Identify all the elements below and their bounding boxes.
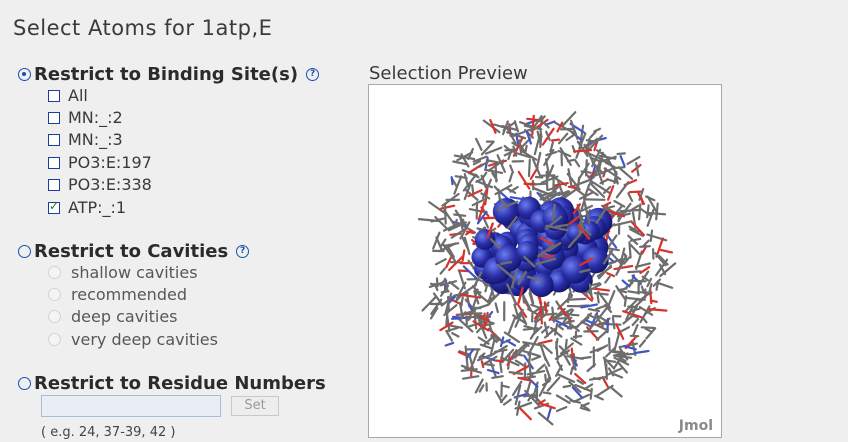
set-button[interactable]: Set <box>231 396 279 416</box>
option-label: PO3:E:338 <box>68 175 152 194</box>
option-label: recommended <box>71 285 187 304</box>
option-label: deep cavities <box>71 307 178 326</box>
binding-option-mn3[interactable]: MN:_:3 <box>48 130 123 149</box>
help-icon[interactable]: ? <box>306 68 320 81</box>
cavities-radio[interactable] <box>18 245 31 258</box>
option-label: very deep cavities <box>71 330 218 349</box>
binding-option-atp1[interactable]: ATP:_:1 <box>48 198 126 217</box>
page-title: Select Atoms for 1atp,E <box>13 16 273 40</box>
radio-very-deep[interactable] <box>48 333 61 346</box>
option-label: MN:_:2 <box>68 108 123 127</box>
jmol-viewer[interactable]: Jmol <box>368 84 722 438</box>
checkbox-all[interactable] <box>48 89 60 102</box>
residue-label: Restrict to Residue Numbers <box>34 373 326 394</box>
checkbox-po3-197[interactable] <box>48 156 60 169</box>
checkbox-mn2[interactable] <box>48 111 60 124</box>
checkbox-atp1[interactable] <box>48 199 60 214</box>
option-label: PO3:E:197 <box>68 153 152 172</box>
binding-site-radio[interactable] <box>18 68 31 81</box>
option-label: ATP:_:1 <box>68 198 127 217</box>
preview-title: Selection Preview <box>369 63 528 84</box>
cavities-label: Restrict to Cavities <box>34 241 229 262</box>
cavities-section: Restrict to Cavities ? <box>18 241 250 262</box>
option-label: All <box>68 86 88 105</box>
radio-deep[interactable] <box>48 310 61 323</box>
jmol-label: Jmol <box>678 418 713 434</box>
cavity-option-shallow[interactable]: shallow cavities <box>48 263 198 282</box>
cavity-option-recommended[interactable]: recommended <box>48 285 187 304</box>
option-label: shallow cavities <box>71 263 198 282</box>
molecule-render <box>417 111 677 426</box>
checkbox-mn3[interactable] <box>48 133 60 146</box>
option-label: MN:_:3 <box>68 130 123 149</box>
binding-option-po3-197[interactable]: PO3:E:197 <box>48 153 152 172</box>
cavity-option-very-deep[interactable]: very deep cavities <box>48 330 218 349</box>
cavity-option-deep[interactable]: deep cavities <box>48 307 178 326</box>
binding-option-all[interactable]: All <box>48 86 88 105</box>
binding-site-section: Restrict to Binding Site(s) ? <box>18 64 320 85</box>
residue-section: Restrict to Residue Numbers <box>18 373 326 394</box>
help-icon[interactable]: ? <box>236 245 250 258</box>
binding-site-label: Restrict to Binding Site(s) <box>34 64 299 85</box>
radio-shallow[interactable] <box>48 266 61 279</box>
binding-option-mn2[interactable]: MN:_:2 <box>48 108 123 127</box>
checkbox-po3-338[interactable] <box>48 178 60 191</box>
residue-example-hint: ( e.g. 24, 37-39, 42 ) <box>41 425 176 440</box>
binding-option-po3-338[interactable]: PO3:E:338 <box>48 175 152 194</box>
residue-numbers-input[interactable] <box>41 395 221 417</box>
radio-recommended[interactable] <box>48 288 61 301</box>
residue-radio[interactable] <box>18 377 31 390</box>
